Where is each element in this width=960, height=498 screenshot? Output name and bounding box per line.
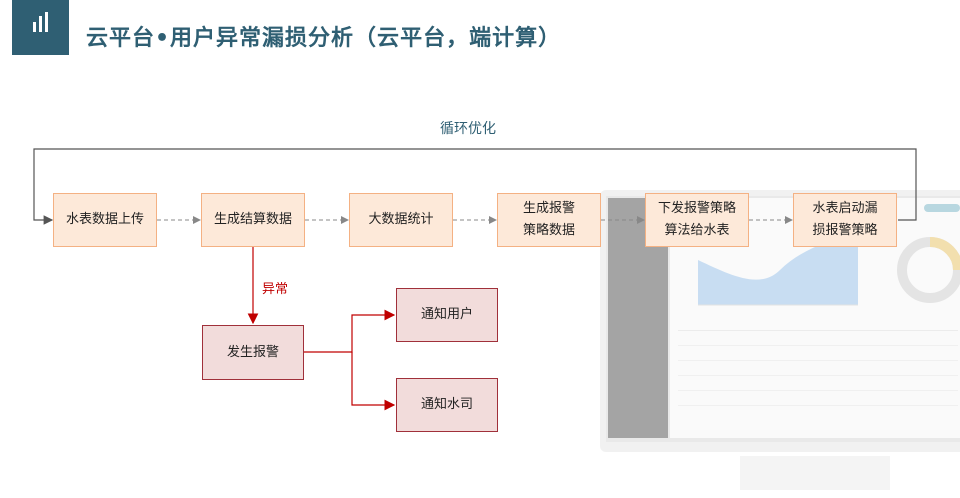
bars-icon [33,12,48,32]
step-bigdata: 大数据统计 [349,193,453,247]
step-alarm-policy: 生成报警 策略数据 [497,193,601,247]
step-settlement: 生成结算数据 [201,193,305,247]
logo-block [12,0,69,55]
notify-connector [304,309,396,353]
step-upload: 水表数据上传 [53,193,157,247]
notify-connector [351,352,396,411]
loop-connector [33,148,917,225]
page-title: 云平台•用户异常漏损分析（云平台，端计算） [86,26,562,51]
notify-utility-box: 通知水司 [396,378,498,432]
loop-label: 循环优化 [440,121,496,137]
alarm-box: 发生报警 [202,325,304,380]
step-dispatch-algorithm: 下发报警策略 算法给水表 [645,193,749,247]
step-meter-alarm: 水表启动漏 损报警策略 [793,193,897,247]
anomaly-label: 异常 [262,282,289,297]
notify-user-box: 通知用户 [396,288,498,342]
